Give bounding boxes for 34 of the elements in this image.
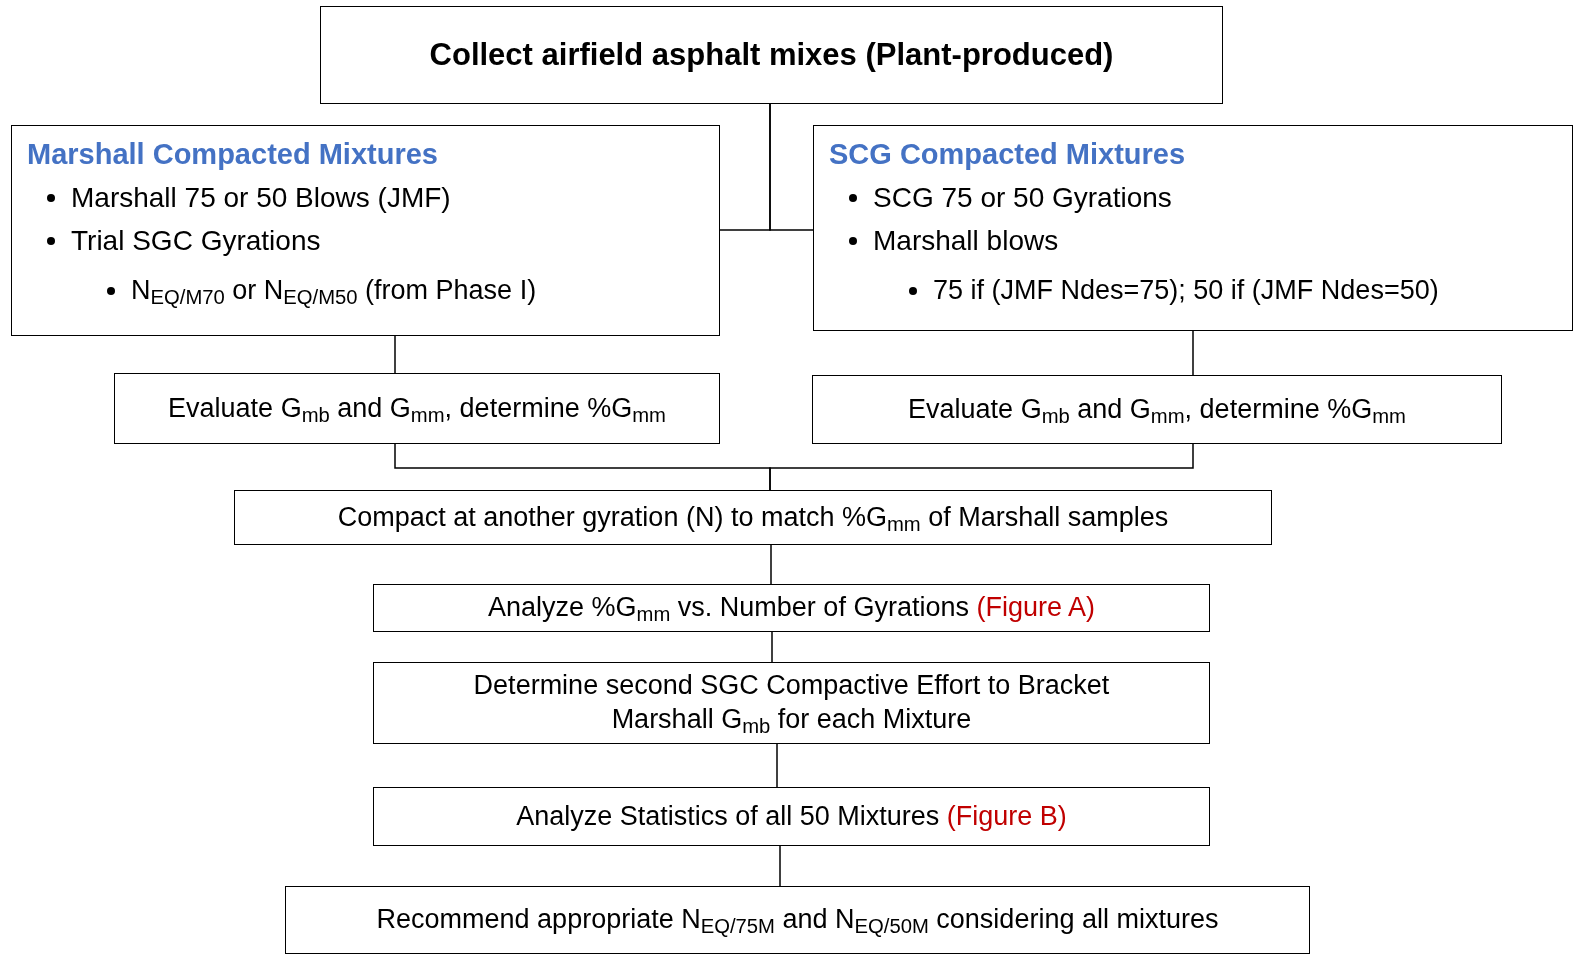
process-box [373, 787, 1210, 846]
box-title: Collect airfield asphalt mixes (Plant-produced) [429, 35, 1114, 74]
group-heading: SCG Compacted Mixtures [829, 137, 1187, 172]
bullet-text: 75 if (JMF Ndes=75); 50 if (JMF Ndes=50) [933, 274, 1439, 308]
box-text: Evaluate G$_{mb}$ and G$_{mm}$, determine %G$_{mm}$ [908, 392, 1406, 427]
process-box [320, 6, 1223, 104]
group-box [11, 125, 720, 336]
process-box [114, 373, 720, 444]
box-text: Determine second SGC Compactive Effort to Bracket Marshall G$_{mb}$ for each Mixture [472, 669, 1111, 737]
box-text: Analyze Statistics of all 50 Mixtures (Figure B) [516, 799, 1067, 833]
bullet-text: Trial SGC Gyrations [71, 224, 321, 259]
group-box [813, 125, 1573, 331]
connector-line [1192, 330, 1194, 376]
connector-line [779, 845, 781, 887]
box-text: Recommend appropriate N$_{EQ/75M}$ and N$_{EQ/50M}$ considering all mixtures [376, 903, 1219, 937]
connector-line [769, 443, 1194, 491]
connector-line [771, 631, 773, 663]
connector-line [769, 103, 814, 231]
process-box [373, 662, 1210, 744]
connector-line [776, 743, 778, 788]
process-box [234, 490, 1272, 545]
connector-line [394, 335, 396, 374]
process-box [373, 584, 1210, 632]
process-box [812, 375, 1502, 444]
bullet-text: N$_{EQ/M70}$ or N$_{EQ/M50}$ (from Phase I) [131, 274, 537, 308]
process-box [285, 886, 1310, 954]
box-text: Evaluate G$_{mb}$ and G$_{mm}$, determine %G$_{mm}$ [168, 391, 666, 426]
box-text: Compact at another gyration (N) to match %G$_{mm}$ of Marshall samples [337, 500, 1169, 535]
bullet-text: Marshall 75 or 50 Blows (JMF) [71, 181, 451, 216]
group-heading: Marshall Compacted Mixtures [27, 137, 439, 172]
connector-line [770, 544, 772, 585]
bullet-text: Marshall blows [873, 224, 1059, 259]
box-text: Analyze %G$_{mm}$ vs. Number of Gyrations (Figure A) [488, 591, 1095, 625]
bullet-text: SCG 75 or 50 Gyrations [873, 181, 1172, 216]
